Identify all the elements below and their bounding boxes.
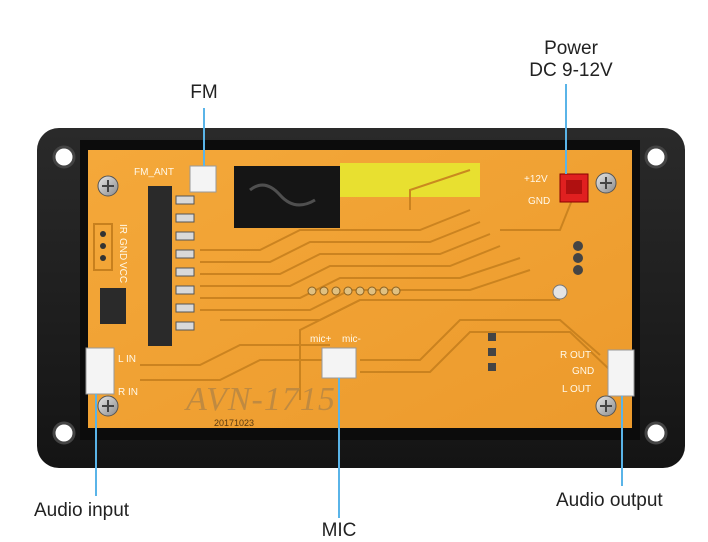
callout-power-title: Power xyxy=(544,38,598,59)
label-gnd-out: GND xyxy=(572,366,594,377)
label-mic-minus: mic- xyxy=(342,334,361,345)
mount-hole-bottom-left xyxy=(52,421,76,445)
label-gnd-ir: GND xyxy=(117,238,128,260)
label-l-in: L IN xyxy=(118,354,136,365)
pcb-traces xyxy=(140,169,611,400)
chip-pads xyxy=(307,286,401,296)
header-pins xyxy=(175,195,195,331)
label-mic-plus: mic+ xyxy=(310,334,332,345)
label-gnd-power: GND xyxy=(528,196,550,207)
callout-audio-output: Audio output xyxy=(556,490,663,511)
label-l-out: L OUT xyxy=(562,384,591,395)
display-cutout xyxy=(234,166,340,228)
label-fm-ant: FM_ANT xyxy=(134,167,174,178)
header-strip xyxy=(148,186,172,346)
frame-mount-holes xyxy=(52,145,668,445)
ir-pad-block xyxy=(93,223,113,271)
label-plus12v: +12V xyxy=(524,174,548,185)
fm-antenna-connector xyxy=(189,165,217,193)
label-ir: IR xyxy=(117,224,128,234)
screws xyxy=(97,172,617,417)
callout-audio-input: Audio input xyxy=(34,500,130,521)
date-code: 20171023 xyxy=(214,418,254,428)
right-vias xyxy=(488,241,583,371)
callout-fm: FM xyxy=(190,82,218,103)
mount-hole-top-right xyxy=(644,145,668,169)
mount-hole-top-left xyxy=(52,145,76,169)
label-r-in: R IN xyxy=(118,387,138,398)
callout-power: Power DC 9-12V xyxy=(516,38,626,82)
audio-input-connector xyxy=(85,347,115,395)
callout-power-voltage: DC 9-12V xyxy=(529,60,613,81)
model-number: AVN-1715 xyxy=(184,381,336,418)
mount-hole-bottom-right xyxy=(644,421,668,445)
callout-mic: MIC xyxy=(321,520,357,541)
label-r-out: R OUT xyxy=(560,350,591,361)
leader-lines xyxy=(95,84,623,518)
audio-output-connector xyxy=(607,349,635,397)
label-vcc: VCC xyxy=(117,262,128,283)
ir-pads xyxy=(100,231,106,261)
left-header xyxy=(100,288,126,324)
mic-connector xyxy=(321,347,357,379)
